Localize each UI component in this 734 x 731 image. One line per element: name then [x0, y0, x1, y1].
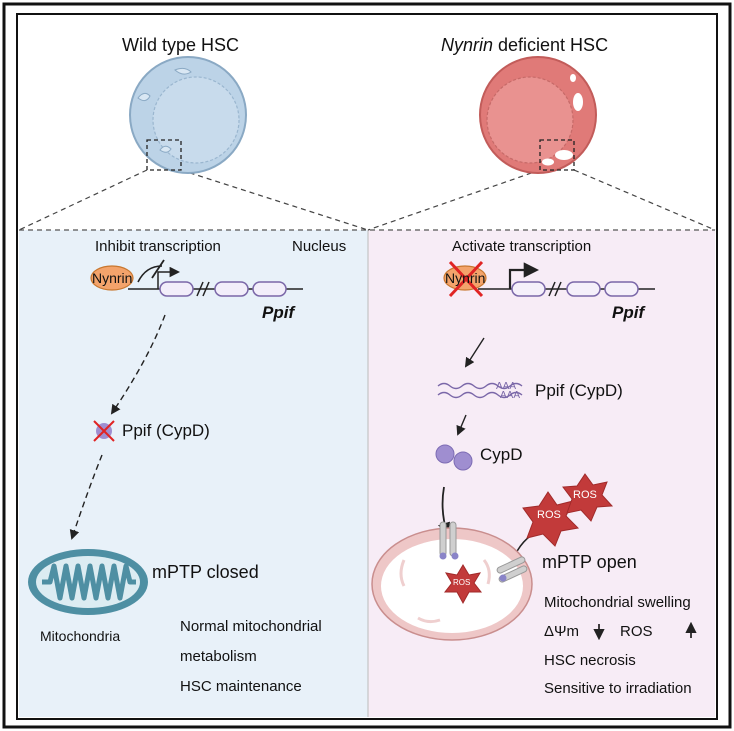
right-panel-background — [368, 230, 715, 717]
zoom-guide-right-a — [367, 169, 541, 231]
ko-title-rest: deficient HSC — [493, 35, 609, 55]
ko-title-gene: Nynrin — [441, 35, 494, 55]
wt-gene-locus — [128, 281, 303, 297]
inner-frame — [16, 13, 718, 720]
wt-title: Wild type HSC — [122, 35, 240, 55]
ros-star-2 — [562, 473, 614, 522]
ko-gene-locus — [478, 281, 655, 297]
ko-outcome-necrosis: HSC necrosis — [544, 652, 636, 669]
ko-outcome-membrane-potential: ΔΨm — [544, 623, 580, 640]
ko-outcome-swelling: Mitochondrial swelling — [544, 594, 691, 611]
wt-ppif-gene-label: Ppif — [262, 303, 295, 322]
mptp-closed-label: mPTP closed — [152, 562, 259, 582]
polya-tail-1: AAA — [496, 381, 517, 392]
mptp-open-label: mPTP open — [542, 552, 637, 572]
cypd-protein-1 — [435, 444, 455, 464]
polya-tail-2: AAA — [500, 390, 521, 401]
cypd-protein-2 — [453, 451, 473, 471]
nynrin-deleted-cross — [448, 260, 484, 298]
cypd-label: CypD — [480, 445, 523, 464]
nynrin-deficient-cell — [479, 56, 597, 174]
mptp-pore-open — [496, 556, 528, 583]
inhibit-transcription-label: Inhibit transcription — [95, 238, 221, 255]
ko-ppif-mrna-label: Ppif (CypD) — [535, 381, 623, 400]
nucleus-label: Nucleus — [292, 238, 347, 255]
wt-mitochondrion — [28, 549, 148, 615]
ko-outcome-irradiation: Sensitive to irradiation — [544, 680, 692, 697]
inhibit-bar — [151, 259, 165, 279]
wt-nynrin-label: Nynrin — [92, 270, 133, 286]
zoom-guide-left-a — [18, 169, 148, 231]
wt-flow-arrow-1 — [110, 314, 166, 415]
wt-flow-arrow-2 — [69, 454, 103, 540]
wt-outcome-2: metabolism — [180, 648, 257, 665]
wt-tss-arrow — [157, 266, 181, 289]
ko-ppif-gene-label: Ppif — [612, 303, 645, 322]
mptp-pore — [439, 521, 459, 560]
ros-star-1-label: ROS — [537, 509, 561, 521]
zoom-guide-left-b — [180, 169, 369, 231]
activate-transcription-label: Activate transcription — [452, 238, 592, 255]
ko-outcome-ros: ROS — [620, 623, 653, 640]
ppif-mrna — [437, 382, 523, 399]
left-panel-background — [19, 230, 368, 717]
ko-title: Nynrin deficient HSC — [441, 35, 608, 56]
wt-outcome-3: HSC maintenance — [180, 678, 302, 695]
ros-inner-label: ROS — [453, 578, 471, 587]
wt-zoom-box — [146, 139, 182, 171]
cypd-absent-marker — [93, 420, 115, 442]
ko-arrow-to-mrna — [464, 337, 485, 368]
zoom-guide-right-b — [573, 169, 716, 231]
wt-ppif-protein-label: Ppif (CypD) — [122, 421, 210, 440]
ko-arrow-to-cypd — [456, 414, 467, 436]
ko-nynrin-label: Nynrin — [445, 270, 486, 286]
wild-type-cell — [129, 56, 247, 174]
wt-nynrin-protein — [90, 265, 134, 291]
ko-tss-arrow — [508, 262, 540, 289]
wt-outcome-1: Normal mitochondrial — [180, 618, 322, 635]
mitochondria-label: Mitochondria — [40, 628, 121, 644]
ros-star-2-label: ROS — [573, 489, 597, 501]
ros-star-inner — [443, 564, 483, 605]
ko-zoom-box — [539, 139, 575, 171]
